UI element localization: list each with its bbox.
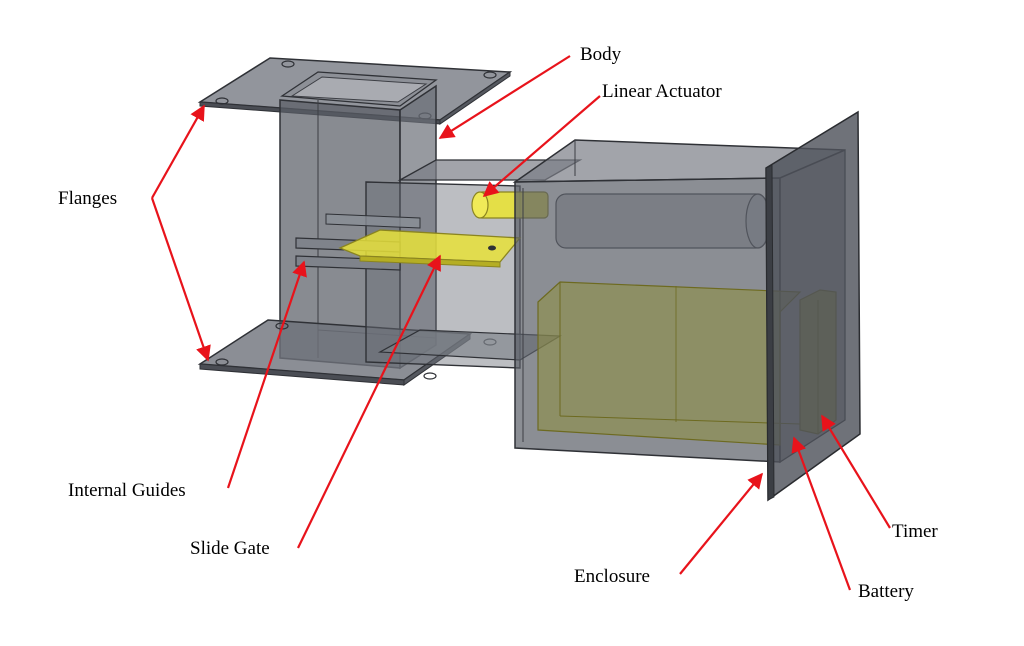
body (197, 57, 513, 386)
arrow-internal-guides (226, 260, 307, 489)
slide-gate-plate (338, 229, 522, 263)
label-body: Body (580, 44, 622, 65)
label-internal-guides: Internal Guides (68, 480, 186, 501)
enclosure-mount-panel-edge (765, 164, 775, 501)
arrow-flanges-bottom (150, 197, 211, 362)
enclosure-mount-panel (765, 110, 861, 502)
label-enclosure: Enclosure (574, 566, 650, 587)
arrow-flanges-top (151, 104, 205, 199)
callout-arrows (150, 55, 891, 591)
label-linear-actuator: Linear Actuator (602, 81, 722, 102)
slide-gate-hole (488, 245, 496, 251)
label-timer: Timer (892, 521, 938, 542)
label-battery: Battery (858, 581, 914, 602)
arrow-timer (821, 414, 891, 529)
arrow-battery (791, 436, 852, 591)
arrow-linear-actuator (482, 95, 601, 198)
back-guide-rail (325, 213, 421, 229)
label-slide-gate: Slide Gate (190, 538, 270, 559)
arrow-enclosure (679, 472, 763, 575)
label-flanges: Flanges (58, 188, 117, 209)
battery-box (537, 281, 802, 446)
actuator-rod-end (471, 191, 489, 219)
enclosure (512, 110, 861, 502)
arrow-slide-gate (297, 254, 441, 549)
top-flange-edge-right (439, 71, 511, 125)
arrow-body (438, 55, 571, 139)
top-opening-inner (290, 76, 428, 103)
